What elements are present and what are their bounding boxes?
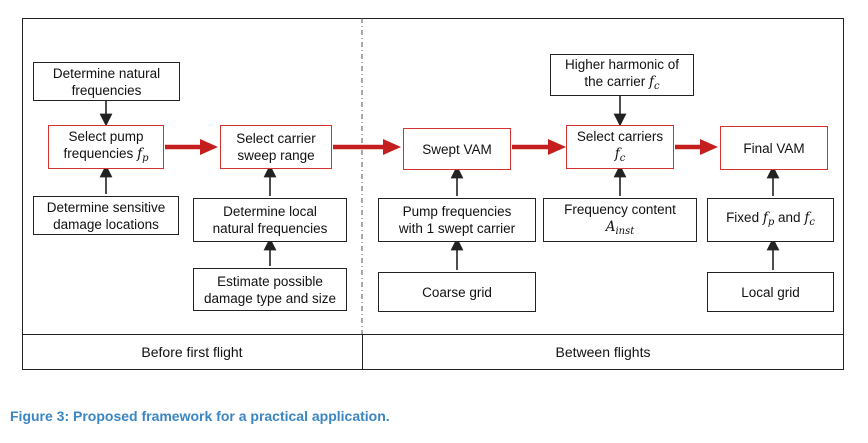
pump-swept-carrier-box: Pump frequencies with 1 swept carrier [378,198,536,242]
determine-natural-frequencies-box: Determine natural frequencies [33,62,180,101]
box-line: Select carriers [576,128,664,144]
pump-frequency-subscript: p [767,217,775,228]
box-line: with 1 swept carrier [398,221,516,236]
final-vam-box: Final VAM [720,126,828,170]
estimate-damage-box: Estimate possible damage type and size [193,268,347,311]
local-grid-box: Local grid [707,272,834,312]
box-line: Swept VAM [422,141,492,157]
box-line: Fixed [726,210,760,225]
phase-before-first-flight: Before first flight [141,344,243,360]
box-line: Higher harmonic of [564,56,680,72]
carrier-frequency-symbol: f [614,145,620,162]
carrier-frequency-symbol: f [804,210,810,226]
diagram-frame [22,18,844,370]
box-line: Final VAM [743,140,805,156]
swept-vam-box: Swept VAM [403,128,511,170]
determine-local-natural-box: Determine local natural frequencies [193,198,347,242]
select-carriers-box: Select carriers fc [566,125,674,169]
box-line: frequencies [63,145,134,161]
fixed-fp-fc-box: Fixed fp and fc [707,198,834,242]
box-line: damage locations [53,216,159,232]
box-line: frequencies [71,82,142,98]
phase-row [22,334,844,370]
carrier-frequency-symbol: f [648,73,654,90]
box-line: Local grid [741,284,800,300]
box-line: Pump frequencies [402,204,512,219]
select-pump-frequencies-box: Select pump frequencies fp [48,125,164,169]
carrier-frequency-subscript: c [653,80,660,92]
frequency-content-box: Frequency content Ainst [543,198,697,242]
pump-frequency-symbol: f [137,145,143,162]
figure-caption: Figure 3: Proposed framework for a pract… [10,408,390,424]
phase-row-divider [362,334,363,370]
pump-frequency-subscript: p [142,152,149,164]
box-line: and [778,210,801,225]
coarse-grid-box: Coarse grid [378,272,536,312]
box-line: Select pump [68,128,144,144]
amplitude-symbol: A [605,218,616,235]
determine-sensitive-damage-box: Determine sensitive damage locations [33,196,179,235]
pump-frequency-symbol: f [762,210,768,226]
higher-harmonic-box: Higher harmonic of the carrier fc [550,54,694,96]
box-line: Select carrier [236,131,316,146]
box-line: Determine sensitive [46,199,166,215]
red-arrow-swept-to-carriers [512,139,566,155]
box-line: Frequency content [564,201,676,217]
amplitude-subscript: inst [615,225,635,237]
box-line: Coarse grid [422,284,492,300]
box-line: the carrier [584,73,646,89]
box-line: Estimate possible [217,273,323,289]
red-arrow-carriers-to-final [675,139,718,155]
box-line: damage type and size [203,290,337,306]
select-carrier-sweep-box: Select carrier sweep range [220,125,332,169]
red-arrow-sweep-to-swept [333,139,401,155]
carrier-frequency-subscript: c [809,217,815,228]
box-line: Determine local [223,204,317,219]
box-line: Determine natural [52,65,161,81]
carrier-frequency-subscript: c [619,152,626,164]
box-line: sweep range [237,148,315,163]
phase-between-flights: Between flights [555,344,651,360]
box-line: natural frequencies [212,221,328,236]
red-arrow-pump-to-sweep [165,139,218,155]
